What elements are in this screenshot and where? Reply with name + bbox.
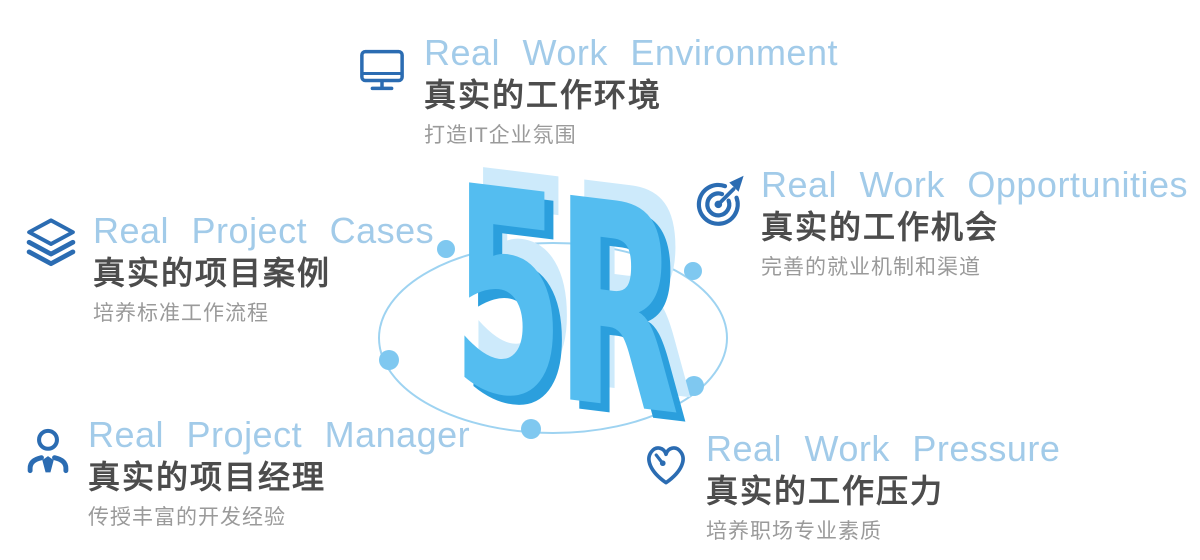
feature-desc: 培养职场专业素质 <box>706 519 882 543</box>
feature-title-en: Real Work Environment <box>424 32 838 73</box>
feature-title-en: Real Project Cases <box>93 210 435 251</box>
feature-texts: Real Project Manager 真实的项目经理 传授丰富的开发经验 <box>88 416 470 530</box>
feature-texts: Real Work Environment 真实的工作环境 打造IT企业氛围 <box>424 34 838 148</box>
feature-desc: 培养标准工作流程 <box>93 301 269 325</box>
orbit-dot-right <box>684 376 704 396</box>
feature-title-en: Real Project Manager <box>88 414 471 455</box>
orbit-dot-top-left <box>437 240 455 258</box>
feature-title-en: Real Work Pressure <box>706 428 1061 469</box>
feature-title-en: Real Work Opportunities <box>761 164 1188 205</box>
center-5r-front-face: 5R <box>452 125 677 479</box>
feature-desc: 打造IT企业氛围 <box>424 123 577 147</box>
heart-gauge-icon <box>640 438 692 490</box>
feature-block-manager: Real Project Manager 真实的项目经理 传授丰富的开发经验 <box>22 416 470 530</box>
orbit-dot-left <box>379 350 399 370</box>
monitor-icon <box>354 42 410 98</box>
feature-block-opportunities: Real Work Opportunities 真实的工作机会 完善的就业机制和… <box>693 166 1188 280</box>
feature-block-pressure: Real Work Pressure 真实的工作压力 培养职场专业素质 <box>640 430 1060 544</box>
center-5r-top-face: 5R <box>466 110 691 464</box>
center-5r-side-face: 5R <box>461 135 686 489</box>
layers-icon <box>23 216 79 272</box>
orbit-ellipse <box>378 242 728 434</box>
orbit-dot-bottom <box>521 419 541 439</box>
target-dart-icon <box>693 174 747 228</box>
feature-texts: Real Work Pressure 真实的工作压力 培养职场专业素质 <box>706 430 1060 544</box>
feature-desc: 完善的就业机制和渠道 <box>761 255 981 279</box>
feature-block-environment: Real Work Environment 真实的工作环境 打造IT企业氛围 <box>354 34 838 148</box>
feature-title-zh: 真实的工作环境 <box>424 76 663 113</box>
feature-title-zh: 真实的项目案例 <box>93 254 332 291</box>
manager-tie-icon <box>22 424 74 480</box>
feature-texts: Real Work Opportunities 真实的工作机会 完善的就业机制和… <box>761 166 1188 280</box>
feature-texts: Real Project Cases 真实的项目案例 培养标准工作流程 <box>93 212 434 326</box>
feature-title-zh: 真实的项目经理 <box>88 458 327 495</box>
orbit-dot-top-right <box>684 262 702 280</box>
feature-title-zh: 真实的工作机会 <box>761 208 1000 245</box>
feature-desc: 传授丰富的开发经验 <box>88 505 286 529</box>
feature-block-cases: Real Project Cases 真实的项目案例 培养标准工作流程 <box>23 212 434 326</box>
center-5r-graphic: 5R 5R 5R <box>452 110 691 489</box>
feature-title-zh: 真实的工作压力 <box>706 472 945 509</box>
